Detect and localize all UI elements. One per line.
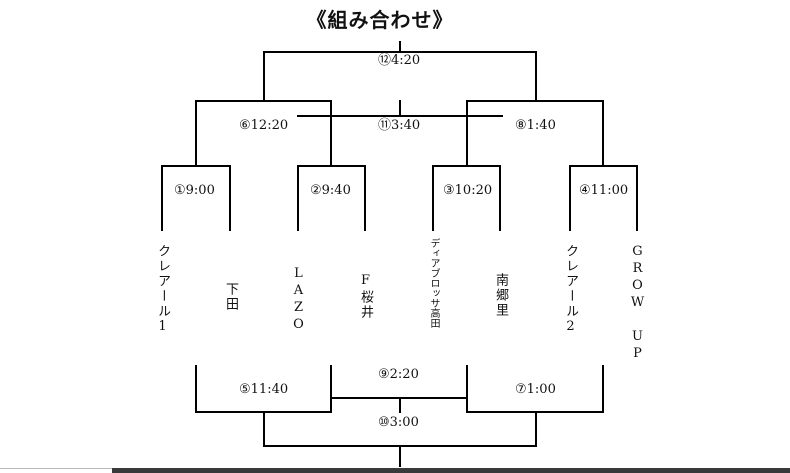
match-label-7: ⑦1:00 bbox=[514, 382, 557, 397]
team-name-5: ディアブロッサ高田 bbox=[428, 238, 439, 328]
match-label-11: ⑪3:40 bbox=[377, 118, 422, 133]
bracket-line-m1 bbox=[161, 165, 231, 231]
bracket-line-m3 bbox=[432, 165, 501, 231]
team-name-8: GROW UP bbox=[630, 244, 645, 363]
match-label-10: ⑩3:00 bbox=[377, 415, 420, 430]
match-label-4: ④11:00 bbox=[578, 183, 630, 198]
match-label-9: ⑨2:20 bbox=[377, 367, 420, 382]
match-label-1: ①9:00 bbox=[173, 183, 216, 198]
match-label-2: ②9:40 bbox=[309, 183, 352, 198]
team-name-4: F桜井 bbox=[358, 273, 373, 320]
bottom-divider bbox=[0, 468, 112, 469]
team-name-2: 下田 bbox=[223, 282, 238, 312]
team-name-7: クレアール2 bbox=[563, 244, 578, 336]
bracket-line-m6 bbox=[195, 100, 332, 167]
match-label-8: ⑧1:40 bbox=[514, 118, 557, 133]
match-label-5: ⑤11:40 bbox=[238, 382, 290, 397]
match-label-12: ⑫4:20 bbox=[377, 53, 422, 68]
match-label-6: ⑥12:20 bbox=[238, 118, 290, 133]
bottom-scrollbar[interactable] bbox=[112, 468, 790, 473]
team-name-6: 南郷里 bbox=[493, 273, 508, 318]
bracket-line-m8 bbox=[466, 100, 604, 167]
bracket-line-m4 bbox=[569, 165, 638, 231]
team-name-1: クレアール1 bbox=[155, 244, 170, 336]
page-title: 《組み合わせ》 bbox=[306, 8, 454, 32]
match-label-3: ③10:20 bbox=[442, 183, 494, 198]
bracket-line-m2 bbox=[297, 165, 366, 231]
team-name-3: LAZO bbox=[291, 266, 306, 334]
